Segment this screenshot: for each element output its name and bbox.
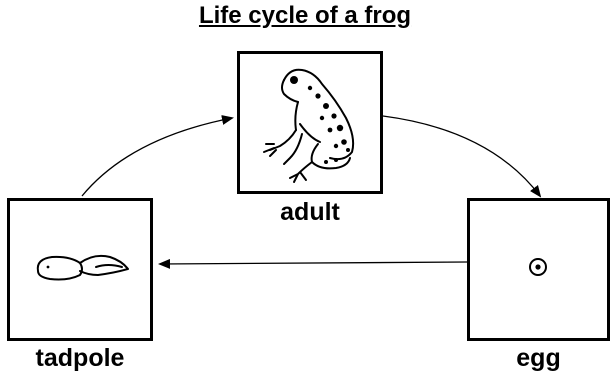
egg-stage-box xyxy=(467,198,610,341)
egg-icon xyxy=(529,258,547,276)
arrow-adult-to-egg xyxy=(382,115,542,198)
tadpole-label: tadpole xyxy=(35,344,125,372)
adult-label: adult xyxy=(280,198,340,226)
arrow-egg-to-tadpole xyxy=(158,258,468,269)
diagram-title: Life cycle of a frog xyxy=(198,2,412,29)
adult-stage-box xyxy=(237,51,383,194)
frog-icon xyxy=(263,68,355,183)
tadpole-icon xyxy=(36,254,129,281)
arrow-tadpole-to-adult xyxy=(81,115,234,197)
egg-label: egg xyxy=(516,344,561,372)
tadpole-stage-box xyxy=(7,198,153,341)
